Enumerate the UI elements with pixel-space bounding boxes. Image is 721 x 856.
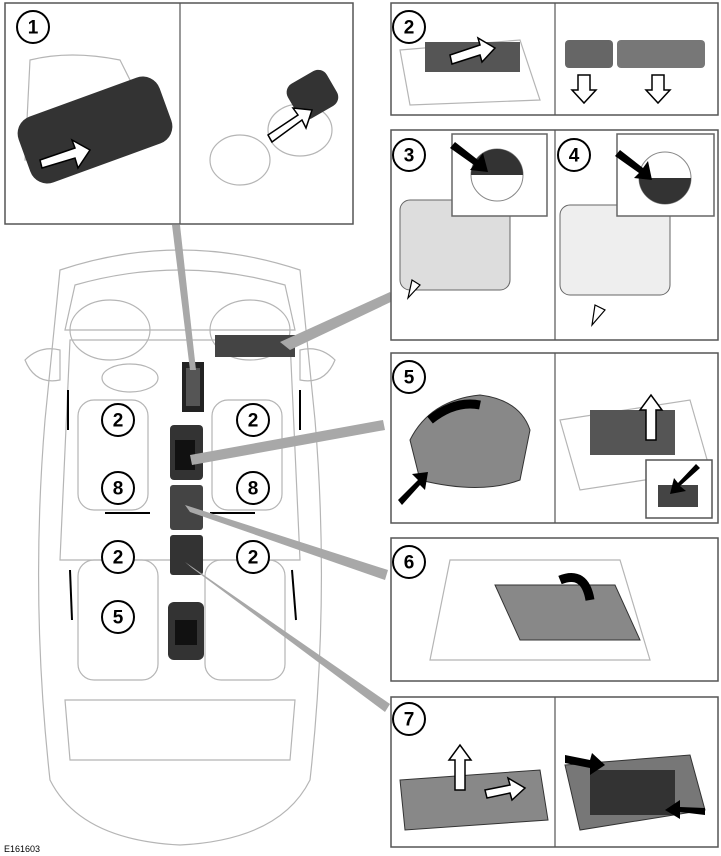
callout-1: 1: [16, 10, 50, 44]
callout-label: 2: [113, 411, 124, 432]
callout-circle: [557, 138, 591, 172]
callout-4: 4: [557, 138, 591, 172]
callout-label: 1: [28, 18, 39, 39]
callout-circle: [392, 138, 426, 172]
callout-circle: [101, 600, 135, 634]
callout-5: 5: [392, 360, 426, 394]
callout-label: 6: [404, 553, 415, 574]
callout-7: 7: [392, 702, 426, 736]
callout-11: 8: [236, 471, 270, 505]
callout-9: 2: [236, 403, 270, 437]
callout-2: 2: [392, 10, 426, 44]
callout-label: 8: [248, 479, 259, 500]
panel-3-4: [390, 129, 719, 341]
callout-6: 6: [392, 545, 426, 579]
panel-2: [390, 2, 719, 116]
callout-13: 2: [236, 540, 270, 574]
callout-label: 2: [113, 548, 124, 569]
panel-1: [4, 2, 354, 225]
callout-label: 2: [248, 548, 259, 569]
callout-14: 5: [101, 600, 135, 634]
callouts: 1 2 3 4 5 6 7 2 2 8 8 2 2 5: [16, 10, 591, 736]
callout-circle: [16, 10, 50, 44]
callout-label: 8: [113, 479, 124, 500]
callout-label: 7: [404, 710, 415, 731]
callout-label: 3: [404, 146, 415, 167]
callout-10: 8: [101, 471, 135, 505]
callout-circle: [236, 403, 270, 437]
callout-circle: [236, 540, 270, 574]
callout-circle: [392, 360, 426, 394]
callout-circle: [101, 471, 135, 505]
callout-circle: [392, 702, 426, 736]
car-top-view: [24, 249, 336, 846]
callout-label: 4: [569, 146, 580, 167]
callout-circle: [236, 471, 270, 505]
callout-8: 2: [101, 403, 135, 437]
callout-circle: [101, 540, 135, 574]
callout-label: 5: [404, 368, 415, 389]
panel-5: [390, 352, 719, 524]
callout-12: 2: [101, 540, 135, 574]
callout-label: 2: [404, 18, 415, 39]
callout-label: 2: [248, 411, 259, 432]
callout-circle: [392, 545, 426, 579]
callout-3: 3: [392, 138, 426, 172]
leader-lines: [172, 225, 395, 712]
image-code: E161603: [4, 844, 40, 854]
callout-circle: [392, 10, 426, 44]
panel-7: [390, 696, 719, 848]
callout-circle: [101, 403, 135, 437]
panel-6: [390, 537, 719, 682]
callout-label: 5: [113, 608, 124, 629]
